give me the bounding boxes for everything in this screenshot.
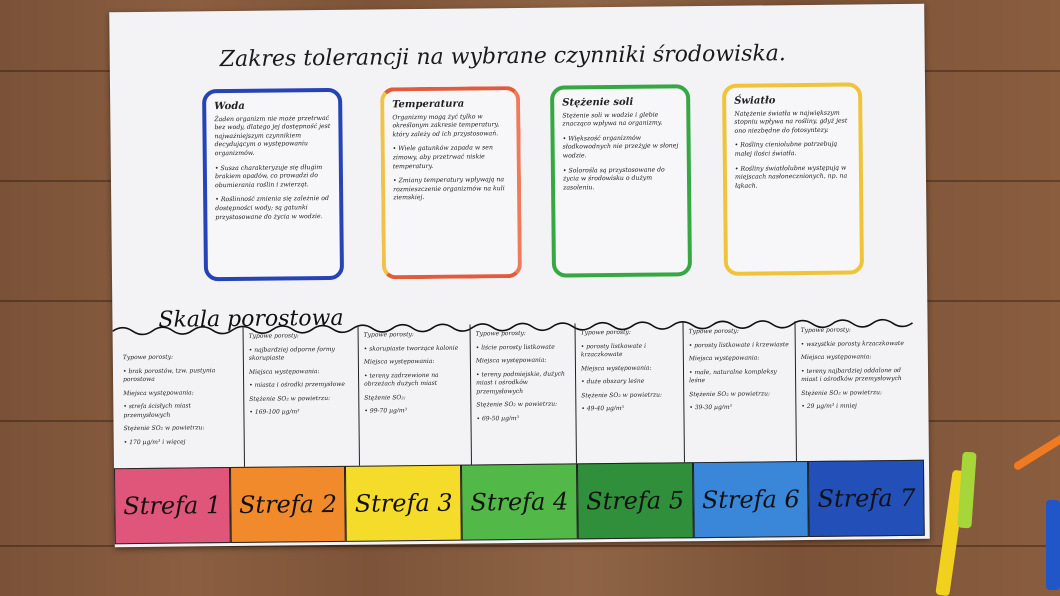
card-title: Woda	[214, 100, 245, 113]
card-light: Światło Natężenie światła w największym …	[722, 82, 865, 276]
column-text: • małe, naturalne kompleksy leśne	[688, 367, 777, 385]
column-text: • porosty listkowate i krzewiaste	[688, 340, 789, 349]
card-text: • Rośliny cieniolubne potrzebują małej i…	[734, 141, 838, 158]
scale-column-3: Typowe porosty: • skorupiaste tworzące k…	[357, 324, 471, 466]
card-text: • Roślinność zmienia się zależnie od dos…	[215, 195, 329, 221]
zone-4: Strefa 4	[461, 463, 578, 541]
column-heading: Stężenie SO₂ w powietrzu:	[801, 388, 883, 397]
blue-marker	[1046, 500, 1060, 590]
zone-5: Strefa 5	[576, 462, 694, 540]
lichen-scale-columns: Typowe porosty: • brak porostów, tzw. pu…	[118, 319, 919, 468]
column-heading: Typowe porosty:	[363, 331, 414, 339]
column-text: • wszystkie porosty krzaczkowate	[800, 339, 904, 348]
card-title: Temperatura	[392, 98, 465, 111]
column-heading: Miejsca występowania:	[800, 353, 872, 362]
card-text: Organizmy mogą żyć tylko w określonym za…	[392, 112, 500, 139]
zone-3: Strefa 3	[345, 464, 462, 542]
card-text: • Zmiany temperatury wpływają na rozmies…	[392, 176, 505, 202]
column-heading: Miejsca występowania:	[580, 364, 652, 372]
card-text: Stężenie soli w wodzie i glebie znacząco…	[562, 111, 663, 128]
column-heading: Typowe porosty:	[580, 328, 631, 337]
column-text: • tereny podmiejskie, dużych miast i ośr…	[475, 370, 565, 395]
column-text: • miasta i ośrodki przemysłowe	[249, 380, 345, 389]
zone-6: Strefa 6	[692, 460, 810, 539]
card-text: Żaden organizm nie może przetrwać bez wo…	[214, 114, 331, 158]
column-text: • 49-40 µg/m³	[581, 404, 624, 413]
column-text: • brak porostów, tzw. pustynia porostowa	[122, 366, 216, 384]
scale-column-2: Typowe porosty: • najbardziej odporne fo…	[242, 325, 359, 467]
card-text: • Wiele gatunków zapada w sen zimowy, ab…	[392, 144, 493, 170]
card-text: • Solorośla są przystosowane do życia w …	[562, 166, 665, 192]
column-text: • 99-70 µg/m³	[364, 407, 407, 415]
column-heading: Miejsca występowania:	[475, 356, 547, 365]
column-text: • duże obszary leśne	[581, 377, 645, 386]
card-temperature: Temperatura Organizmy mogą żyć tylko w o…	[380, 85, 523, 280]
column-text: • 39-30 µg/m³	[689, 403, 732, 412]
column-heading: Miejsca występowania:	[363, 357, 435, 366]
scale-column-6: Typowe porosty: • porosty listkowate i k…	[682, 321, 796, 463]
column-text: • najbardziej odporne formy skorupiaste	[248, 345, 335, 362]
column-heading: Stężenie SO₂ w powietrzu:	[689, 389, 771, 398]
column-text: • 29 µg/m³ i mniej	[801, 402, 857, 411]
column-text: • tereny zadrzewione na obrzeżach dużych…	[364, 371, 439, 388]
zone-7: Strefa 7	[808, 459, 925, 537]
poster: Zakres tolerancji na wybrane czynniki śr…	[109, 3, 930, 548]
poster-title: Zakres tolerancji na wybrane czynniki śr…	[219, 41, 786, 73]
column-text: • 69-50 µg/m³	[476, 414, 520, 422]
card-title: Światło	[734, 95, 776, 107]
column-heading: Miejsca występowania:	[248, 367, 320, 376]
card-text: Natężenie światła w największym stopniu …	[734, 109, 848, 135]
scale-column-7: Typowe porosty: • wszystkie porosty krza…	[794, 319, 919, 462]
scale-column-5: Typowe porosty: • porosty listkowate i k…	[574, 322, 684, 464]
card-salinity: Stężenie soli Stężenie soli w wodzie i g…	[550, 84, 693, 278]
column-heading: Typowe porosty:	[688, 327, 739, 336]
scale-column-1: Typowe porosty: • brak porostów, tzw. pu…	[118, 327, 244, 468]
wavy-divider	[112, 318, 913, 336]
column-text: • strefa ścisłych miast przemysłowych	[123, 402, 192, 419]
orange-pencil	[1012, 432, 1060, 472]
card-water: Woda Żaden organizm nie może przetrwać b…	[202, 87, 345, 282]
card-text: • Susza charakteryzuje się długim brakie…	[214, 163, 323, 189]
column-heading: Stężenie SO₂ w powietrzu:	[249, 394, 331, 403]
zone-2: Strefa 2	[229, 465, 347, 544]
column-text: • skorupiaste tworzące kolonie	[363, 344, 459, 353]
column-text: • tereny najbardziej oddalone od miast i…	[800, 366, 902, 384]
column-text: • liście porosty listkowate	[475, 343, 555, 351]
scale-column-4: Typowe porosty: • liście porosty listkow…	[469, 323, 576, 465]
column-heading: Miejsca występowania:	[123, 388, 194, 397]
column-heading: Typowe porosty:	[122, 353, 174, 362]
column-text: • 170 µg/m³ i więcej	[123, 438, 186, 446]
card-text: • Większość organizmów słodkowodnych nie…	[562, 134, 679, 160]
column-heading: Typowe porosty:	[475, 329, 526, 338]
column-heading: Miejsca występowania:	[688, 354, 760, 363]
column-text: • porosty listkowate i krzaczkowate	[580, 342, 647, 359]
column-text: • 169-100 µg/m³	[249, 408, 300, 416]
zone-strip: Strefa 1 Strefa 2 Strefa 3 Strefa 4 Stre…	[113, 459, 925, 545]
column-heading: Typowe porosty:	[800, 326, 851, 335]
card-text: • Rośliny światłolubne występują w miejs…	[734, 164, 848, 190]
green-marker-cap	[957, 451, 977, 529]
column-heading: Stężenie SO₂:	[364, 393, 406, 402]
column-heading: Stężenie SO₂ w powietrzu:	[581, 391, 663, 399]
column-heading: Stężenie SO₂ w powietrzu:	[123, 424, 205, 433]
column-heading: Typowe porosty:	[248, 332, 299, 340]
column-heading: Stężenie SO₂ w powietrzu:	[476, 400, 558, 409]
zone-1: Strefa 1	[113, 467, 231, 545]
card-title: Stężenie soli	[562, 96, 634, 109]
